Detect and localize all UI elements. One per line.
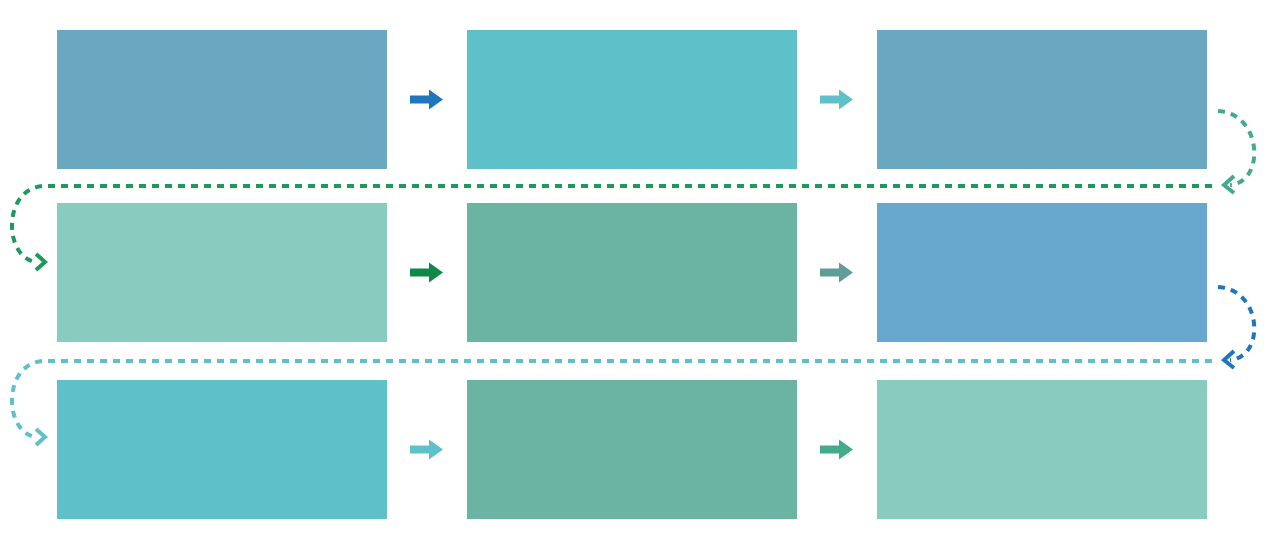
connector-left-curve-1 (10, 184, 43, 264)
arrow-right-icon-r3-1 (410, 439, 443, 460)
connector-left-curve-2 (10, 359, 43, 439)
process-box-r3-c1 (57, 380, 387, 519)
process-box-r3-c3 (877, 380, 1207, 519)
chevron-right-icon-1 (34, 252, 49, 272)
arrow-right-icon-r3-2 (820, 439, 853, 460)
process-box-r1-c2 (467, 30, 797, 169)
process-box-r2-c1 (57, 203, 387, 342)
process-box-r2-c2 (467, 203, 797, 342)
arrow-right-icon-r2-2 (820, 262, 853, 283)
process-box-r2-c3 (877, 203, 1207, 342)
process-box-r1-c3 (877, 30, 1207, 169)
arrow-right-icon-r1-1 (410, 89, 443, 110)
connector-right-curve-1 (1217, 109, 1257, 187)
chevron-left-icon-2 (1220, 349, 1236, 370)
arrow-right-icon-r1-2 (820, 89, 853, 110)
process-box-r3-c2 (467, 380, 797, 519)
connector-right-curve-2 (1217, 285, 1257, 362)
chevron-right-icon-2 (34, 427, 49, 447)
process-box-r1-c1 (57, 30, 387, 169)
chevron-left-icon-1 (1220, 174, 1236, 195)
arrow-right-icon-r2-1 (410, 262, 443, 283)
